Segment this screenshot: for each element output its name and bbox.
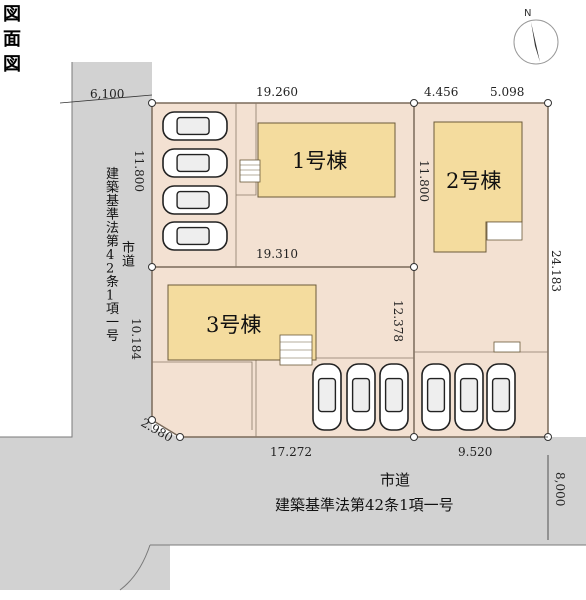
dim-top-main: 19.260: [256, 85, 298, 99]
parking-cars: [162, 111, 516, 431]
dim-bottom-right: 9.520: [458, 445, 492, 459]
title-char-1: 図: [3, 4, 21, 25]
building-2-label: 2号棟: [446, 169, 501, 193]
building-2: [433, 121, 523, 253]
north-label: N: [524, 8, 531, 19]
car-icon: [379, 363, 409, 431]
building-3-label: 3号棟: [206, 313, 261, 337]
dim-bottom-left: 17.272: [270, 445, 312, 459]
car-icon: [486, 363, 516, 431]
building-2-step: [493, 341, 521, 353]
building-1-label: 1号棟: [292, 149, 347, 173]
building-1-stairs: [239, 159, 261, 183]
car-icon: [346, 363, 376, 431]
car-icon: [421, 363, 451, 431]
dim-top-left-road: 6,100: [90, 87, 124, 101]
title-char-2: 面: [3, 29, 21, 50]
dim-top-right: 5.098: [490, 85, 524, 99]
car-icon: [162, 111, 228, 141]
bottom-road: [0, 437, 586, 545]
car-icon: [162, 221, 228, 251]
car-icon: [454, 363, 484, 431]
dim-road-width: 8,000: [553, 472, 567, 506]
car-icon: [312, 363, 342, 431]
car-icon: [162, 148, 228, 178]
building-2-stairs: [486, 221, 523, 241]
dim-left-upper: 11.800: [132, 150, 146, 192]
car-icon: [162, 185, 228, 215]
dim-top-mid: 4.456: [424, 85, 458, 99]
bottom-road-name: 市道: [380, 471, 410, 489]
dim-right-side: 24.183: [549, 250, 563, 292]
dim-mid-right-lower: 12.378: [391, 300, 405, 342]
dim-mid-right-upper: 11.800: [417, 160, 431, 202]
left-road-name: 市道: [122, 240, 135, 270]
north-compass-icon: N: [513, 8, 559, 65]
dim-mid-horizontal: 19.310: [256, 247, 298, 261]
dim-left-lower: 10.184: [129, 318, 143, 360]
bottom-road-classification: 建築基準法第42条1項一号: [275, 496, 454, 514]
building-3: [167, 284, 317, 361]
title-char-3: 図: [3, 54, 21, 75]
